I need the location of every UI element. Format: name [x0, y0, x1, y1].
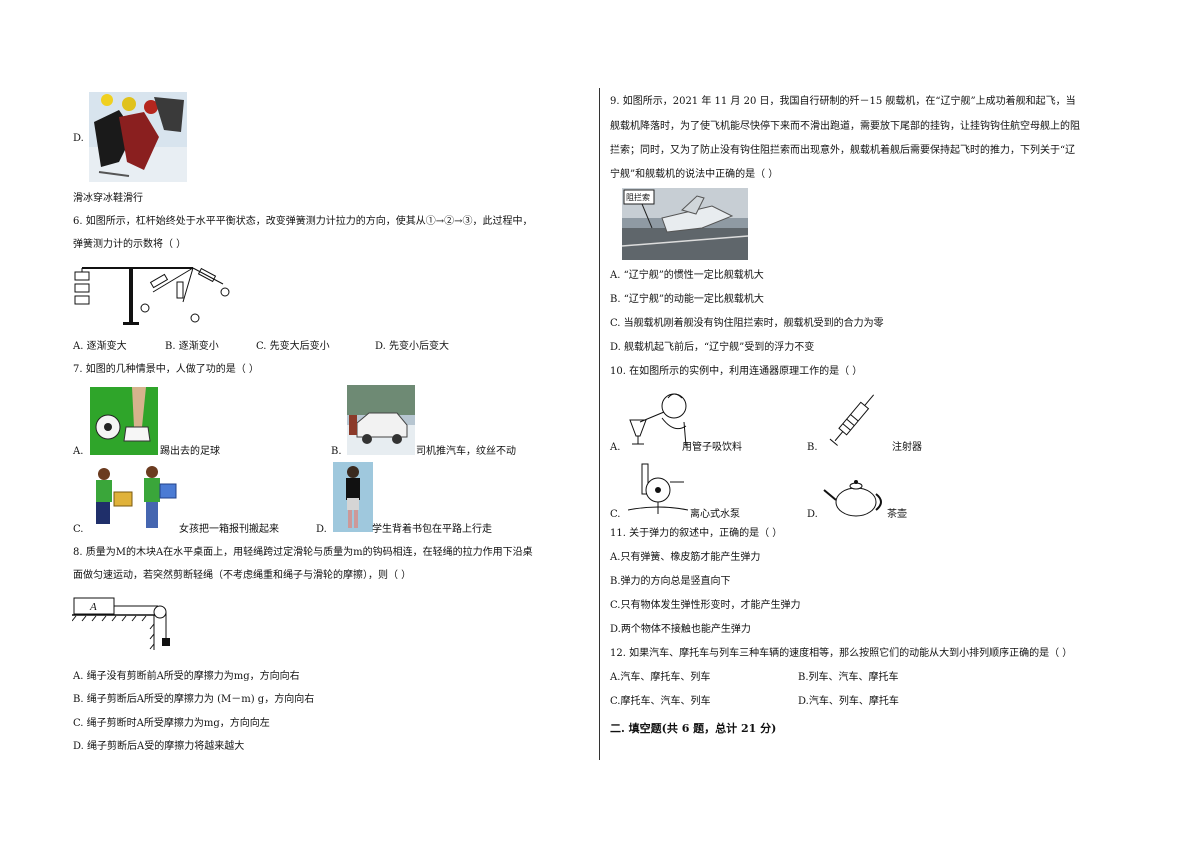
- q7-option-c-text: 女孩把一箱报刊搬起来: [179, 524, 279, 535]
- q10-option-c-label: C.: [610, 509, 621, 520]
- walk-backpack-photo: [333, 462, 373, 532]
- q9-stem-line4: 宁舰”和舰载机的说法中正确的是（ ）: [610, 169, 779, 180]
- q8-option-a: A. 绳子没有剪断前A所受的摩擦力为mg，方向向右: [73, 671, 300, 682]
- q10-option-b-text: 注射器: [892, 442, 922, 453]
- q7-option-c-label: C.: [73, 524, 84, 535]
- q7-option-a-text: 踢出去的足球: [160, 446, 220, 457]
- q7-stem: 7. 如图的几种情景中，人做了功的是（ ）: [73, 364, 259, 375]
- q9-option-b: B. “辽宁舰”的动能一定比舰载机大: [610, 294, 764, 305]
- q12-option-d: D.汽车、列车、摩托车: [798, 696, 899, 707]
- q10-option-a-text: 用管子吸饮料: [682, 442, 742, 453]
- pulley-diagram: A: [72, 594, 176, 652]
- q10-stem: 10. 在如图所示的实例中，利用连通器原理工作的是（ ）: [610, 366, 863, 377]
- q5-option-d-caption: 滑冰穿冰鞋滑行: [73, 193, 143, 204]
- carrier-jet-photo: 阻拦索: [622, 188, 748, 260]
- q10-option-b-label: B.: [807, 442, 818, 453]
- lift-box-photo: [92, 462, 178, 532]
- q10-option-d-label: D.: [807, 509, 818, 520]
- q8-stem-line2: 面做匀速运动，若突然剪断轻绳（不考虑绳重和绳子与滑轮的摩擦），则（ ）: [73, 570, 412, 581]
- drinking-straw-image: [626, 386, 698, 452]
- q11-stem: 11. 关于弹力的叙述中，正确的是（ ）: [610, 528, 783, 539]
- q5-option-d-label: D.: [73, 133, 84, 144]
- q8-option-b: B. 绳子剪断后A所受的摩擦力为 (M－m) g，方向向右: [73, 694, 315, 705]
- pulley-block-label: A: [89, 601, 97, 613]
- q7-option-d-text: 学生背着书包在平路上行走: [372, 524, 492, 535]
- section-2-heading: 二. 填空题(共 6 题，总计 21 分): [610, 722, 777, 735]
- q7-option-b-label: B.: [331, 446, 342, 457]
- q9-stem-line2: 舰载机降落时，为了使飞机能尽快停下来而不滑出跑道，需要放下尾部的挂钩，让挂钩钩住…: [610, 121, 1080, 132]
- q11-option-d: D.两个物体不接触也能产生弹力: [610, 624, 751, 635]
- speed-skating-photo: [89, 92, 187, 182]
- q7-option-d-label: D.: [316, 524, 327, 535]
- q6-option-b: B. 逐渐变小: [165, 341, 219, 352]
- q7-option-b-text: 司机推汽车，纹丝不动: [416, 446, 516, 457]
- teapot-image: [822, 476, 888, 520]
- q11-option-c: C.只有物体发生弹性形变时，才能产生弹力: [610, 600, 801, 611]
- q9-option-d: D. 舰载机起飞前后，“辽宁舰”受到的浮力不变: [610, 342, 815, 353]
- q6-option-d: D. 先变小后变大: [375, 341, 450, 352]
- q9-option-c: C. 当舰载机刚着舰没有钩住阻拦索时，舰载机受到的合力为零: [610, 318, 884, 329]
- q12-option-b: B.列车、汽车、摩托车: [798, 672, 899, 683]
- push-car-photo: [347, 385, 415, 455]
- q12-stem: 12. 如果汽车、摩托车与列车三种车辆的速度相等，那么按照它们的动能从大到小排列…: [610, 648, 1073, 659]
- q6-stem-line1: 6. 如图所示，杠杆始终处于水平平衡状态，改变弹簧测力计拉力的方向，使其从①→②…: [73, 216, 533, 227]
- lever-diagram: [73, 262, 233, 328]
- arresting-cable-label: 阻拦索: [626, 193, 650, 202]
- centrifugal-pump-image: [628, 462, 688, 518]
- q11-option-b: B.弹力的方向总是竖直向下: [610, 576, 731, 587]
- q6-stem-line2: 弹簧测力计的示数将（ ）: [73, 239, 187, 250]
- q8-option-c: C. 绳子剪断时A所受摩擦力为mg，方向向左: [73, 718, 270, 729]
- kick-ball-photo: [90, 387, 158, 455]
- q8-option-d: D. 绳子剪断后A受的摩擦力将越来越大: [73, 741, 245, 752]
- q12-option-a: A.汽车、摩托车、列车: [610, 672, 711, 683]
- q7-option-a-label: A.: [73, 446, 84, 457]
- syringe-image: [822, 388, 888, 446]
- q10-option-c-text: 离心式水泵: [690, 509, 740, 520]
- q9-stem-line3: 拦索；同时，又为了防止没有钩住阻拦索而出现意外，舰载机着舰后需要保持起飞时的推力…: [610, 145, 1076, 156]
- q12-option-c: C.摩托车、汽车、列车: [610, 696, 711, 707]
- q6-option-c: C. 先变大后变小: [256, 341, 330, 352]
- q11-option-a: A.只有弹簧、橡皮筋才能产生弹力: [610, 552, 761, 563]
- q10-option-d-text: 茶壶: [887, 509, 907, 520]
- q6-option-a: A. 逐渐变大: [73, 341, 127, 352]
- column-divider: [599, 88, 600, 760]
- q8-stem-line1: 8. 质量为M的木块A在水平桌面上，用轻绳跨过定滑轮与质量为m的钩码相连，在轻绳…: [73, 547, 533, 558]
- q10-option-a-label: A.: [610, 442, 621, 453]
- q9-stem-line1: 9. 如图所示，2021 年 11 月 20 日，我国自行研制的歼－15 舰载机…: [610, 96, 1076, 107]
- q9-option-a: A. “辽宁舰”的惯性一定比舰载机大: [610, 270, 764, 281]
